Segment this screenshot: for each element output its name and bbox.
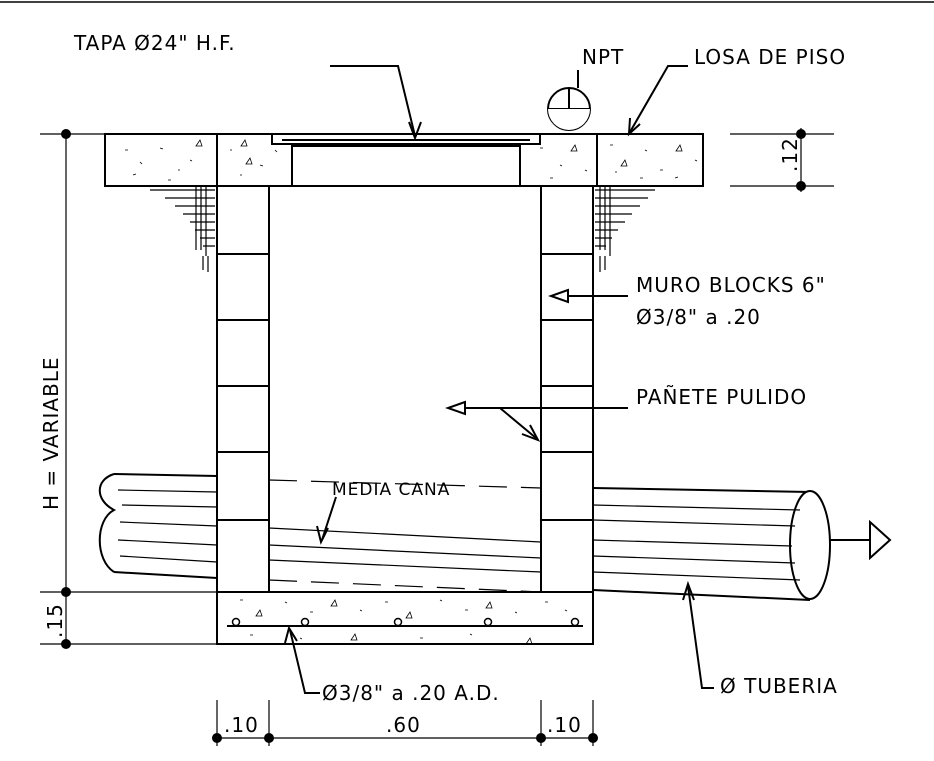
cover-frame — [216, 133, 598, 187]
leader-lines — [284, 65, 714, 694]
label-channel: MEDIA CANA — [332, 480, 450, 500]
label-slab-thickness: .12 — [778, 137, 802, 172]
soil-hatch-left — [150, 186, 215, 272]
label-wall-left-width: .10 — [224, 713, 259, 737]
wall-left — [216, 185, 270, 593]
soil-hatch-right — [595, 186, 655, 272]
label-cover: TAPA Ø24" H.F. — [73, 31, 236, 55]
npt-symbol — [547, 70, 591, 131]
slab-thickness-dimension — [730, 128, 834, 192]
height-dimension — [40, 129, 217, 649]
label-inner-width: .60 — [386, 713, 421, 737]
label-base-rebar: Ø3/8" a .20 A.D. — [322, 681, 500, 705]
width-dimension — [212, 700, 598, 746]
label-wall: MURO BLOCKS 6" — [636, 273, 826, 297]
label-base-thickness: .15 — [43, 603, 67, 638]
label-wall-right-width: .10 — [547, 713, 582, 737]
label-npt: NPT — [582, 45, 624, 69]
base-slab — [216, 591, 594, 645]
label-wall-rebar: Ø3/8" a .20 — [636, 305, 761, 329]
label-height: H = VARIABLE — [39, 356, 63, 510]
pipe — [98, 473, 892, 601]
wall-right — [540, 185, 594, 593]
label-pipe: Ø TUBERIA — [720, 674, 838, 698]
label-floor-slab: LOSA DE PISO — [694, 45, 846, 69]
label-plaster: PAÑETE PULIDO — [636, 385, 807, 409]
